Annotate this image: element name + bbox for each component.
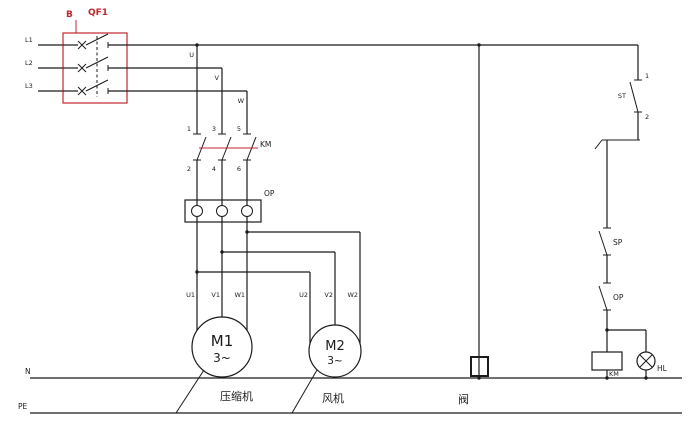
control-terminal-1: 1 — [645, 72, 649, 80]
motor-m2: M2 3~ — [308, 324, 362, 378]
earth-label: PE — [18, 402, 28, 411]
overload-relay-op: OP — [184, 189, 275, 223]
machine-captions: 压缩机 风机 — [175, 369, 344, 414]
wire-v-label: V — [215, 74, 220, 82]
overload-label: OP — [264, 189, 275, 198]
motor-m1-circle — [191, 316, 253, 378]
motor-m2-circle — [308, 324, 362, 378]
motor-branch-wires: U1 V1 W1 U2 V2 W2 — [186, 222, 361, 345]
phase-l2-label: L2 — [25, 59, 33, 67]
control-circuit: 1 2 ST SP OP HL KM — [591, 45, 668, 380]
km-terminal-3: 3 — [212, 125, 216, 133]
coil-body — [591, 351, 623, 371]
circuit-breaker-qf1: B QF1 — [62, 8, 128, 104]
compressor-caption: 压缩机 — [220, 389, 253, 403]
temperature-switch-label: ST — [618, 92, 626, 100]
wire-w-label: W — [238, 97, 245, 105]
km-terminal-5: 5 — [237, 125, 241, 133]
km-contacts-label: KM — [260, 140, 271, 149]
breaker-tag-label: B — [66, 10, 73, 20]
m2-terminal-v2: V2 — [324, 291, 333, 299]
motor-m1-phase: 3~ — [213, 351, 231, 365]
contactor-coil-km — [591, 351, 623, 371]
valve-caption: 阀 — [458, 392, 469, 406]
power-input-lines: L1 L2 L3 — [25, 36, 63, 92]
indicator-lamp-hl — [636, 351, 656, 371]
fan-caption: 风机 — [322, 391, 344, 405]
km-terminal-1: 1 — [187, 125, 191, 133]
control-terminal-2: 2 — [645, 113, 649, 121]
m1-terminal-v1: V1 — [211, 291, 220, 299]
km-terminal-4: 4 — [212, 165, 216, 173]
valve-branch: 阀 — [458, 45, 489, 406]
breaker-name-label: QF1 — [88, 8, 108, 18]
km-terminal-6: 6 — [237, 165, 241, 173]
lamp-label: HL — [657, 364, 668, 373]
bus-lines: N PE — [18, 367, 682, 414]
motor-m2-name: M2 — [325, 339, 345, 354]
km-terminal-2: 2 — [187, 165, 191, 173]
phase-l1-label: L1 — [25, 36, 33, 44]
motor-m1-name: M1 — [211, 332, 234, 350]
m2-terminal-u2: U2 — [299, 291, 308, 299]
m2-terminal-w2: W2 — [347, 291, 358, 299]
neutral-label: N — [25, 367, 31, 376]
motor-m2-phase: 3~ — [327, 355, 342, 367]
phase-l3-label: L3 — [25, 82, 33, 90]
pressure-switch-label: SP — [613, 238, 623, 247]
motor-m1: M1 3~ — [191, 316, 253, 378]
m1-terminal-u1: U1 — [186, 291, 195, 299]
coil-label: KM — [609, 370, 619, 378]
m1-terminal-w1: W1 — [234, 291, 245, 299]
wire-u-label: U — [189, 51, 194, 59]
overload-contact-label: OP — [613, 293, 624, 302]
overload-outline — [184, 199, 262, 223]
feeder-wires: U V W — [127, 43, 638, 134]
